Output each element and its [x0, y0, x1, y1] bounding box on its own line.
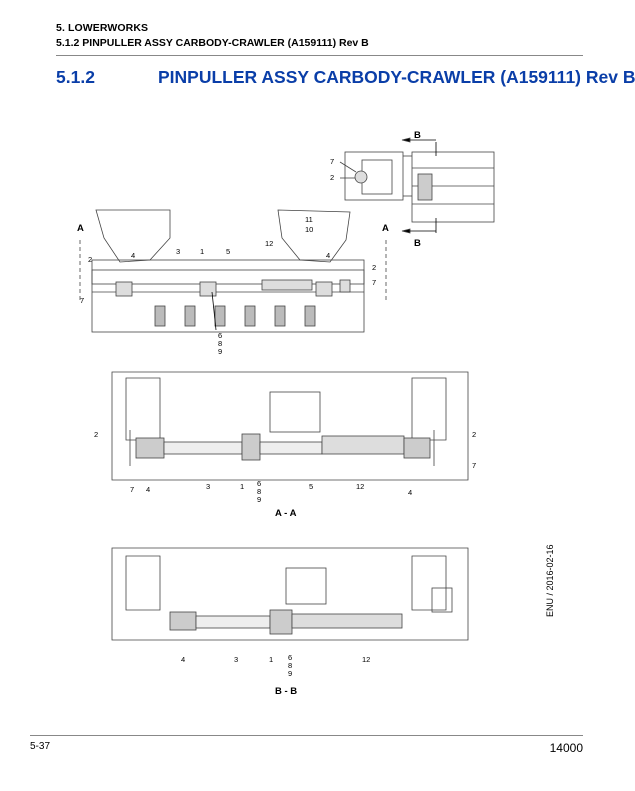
pinpuller-assembly-drawing: 7 2 2 4 3 1 5 12 11 10 4 2 7 7 6 8 9 2 2…	[77, 130, 495, 697]
model-number: 14000	[549, 741, 583, 755]
section-mark: B	[414, 238, 421, 249]
section-caption: B - B	[275, 686, 297, 697]
callout: 4	[131, 251, 135, 260]
chapter-heading: 5. LOWERWORKS	[56, 22, 149, 34]
callout: 11	[305, 215, 313, 224]
section-mark: B	[414, 130, 421, 141]
section-heading: 5.1.2 PINPULLER ASSY CARBODY-CRAWLER (A1…	[56, 37, 369, 49]
callout: 6	[218, 331, 222, 340]
callout: 2	[372, 263, 376, 272]
callout: 2	[94, 430, 98, 439]
top-view	[79, 209, 387, 333]
section-a-view	[111, 371, 469, 481]
page-title: 5.1.2 PINPULLER ASSY CARBODY-CRAWLER (A15…	[56, 67, 635, 88]
callout: 8	[218, 339, 222, 348]
callout: 7	[80, 296, 84, 305]
callout: 12	[265, 239, 273, 248]
section-mark: A	[382, 223, 389, 234]
callout: 5	[226, 247, 230, 256]
callout: 7	[372, 278, 376, 287]
callout: 8	[257, 487, 261, 496]
callout: 2	[88, 255, 92, 264]
callout: 7	[130, 485, 134, 494]
callout: 12	[356, 482, 364, 491]
callout: 9	[288, 669, 292, 678]
callout: 4	[146, 485, 150, 494]
section-mark: A	[77, 223, 84, 234]
title-number: 5.1.2	[56, 67, 95, 87]
callout: 12	[362, 655, 370, 664]
callout: 1	[269, 655, 273, 664]
footer-divider	[30, 735, 583, 736]
callout: 1	[200, 247, 204, 256]
callout: 8	[288, 661, 292, 670]
section-caption: A - A	[275, 508, 297, 519]
callout: 7	[472, 461, 476, 470]
callout: 3	[206, 482, 210, 491]
callout: 9	[257, 495, 261, 504]
callout: 9	[218, 347, 222, 356]
callout: 5	[309, 482, 313, 491]
callout: 3	[234, 655, 238, 664]
callout: 3	[176, 247, 180, 256]
callout: 2	[472, 430, 476, 439]
inset-view	[339, 137, 495, 234]
inset-callout: 7	[330, 157, 334, 166]
callout: 6	[288, 653, 292, 662]
section-b-view	[111, 547, 469, 641]
callout: 6	[257, 479, 261, 488]
header-divider	[56, 55, 583, 56]
callout: 10	[305, 225, 313, 234]
callout: 4	[181, 655, 185, 664]
callout: 1	[240, 482, 244, 491]
title-text: PINPULLER ASSY CARBODY-CRAWLER (A159111)…	[158, 67, 635, 87]
page-number: 5-37	[30, 741, 51, 752]
callout: 4	[408, 488, 412, 497]
revision-stamp: ENU / 2016-02-16	[545, 544, 555, 617]
inset-callout: 2	[330, 173, 334, 182]
callout: 4	[326, 251, 330, 260]
